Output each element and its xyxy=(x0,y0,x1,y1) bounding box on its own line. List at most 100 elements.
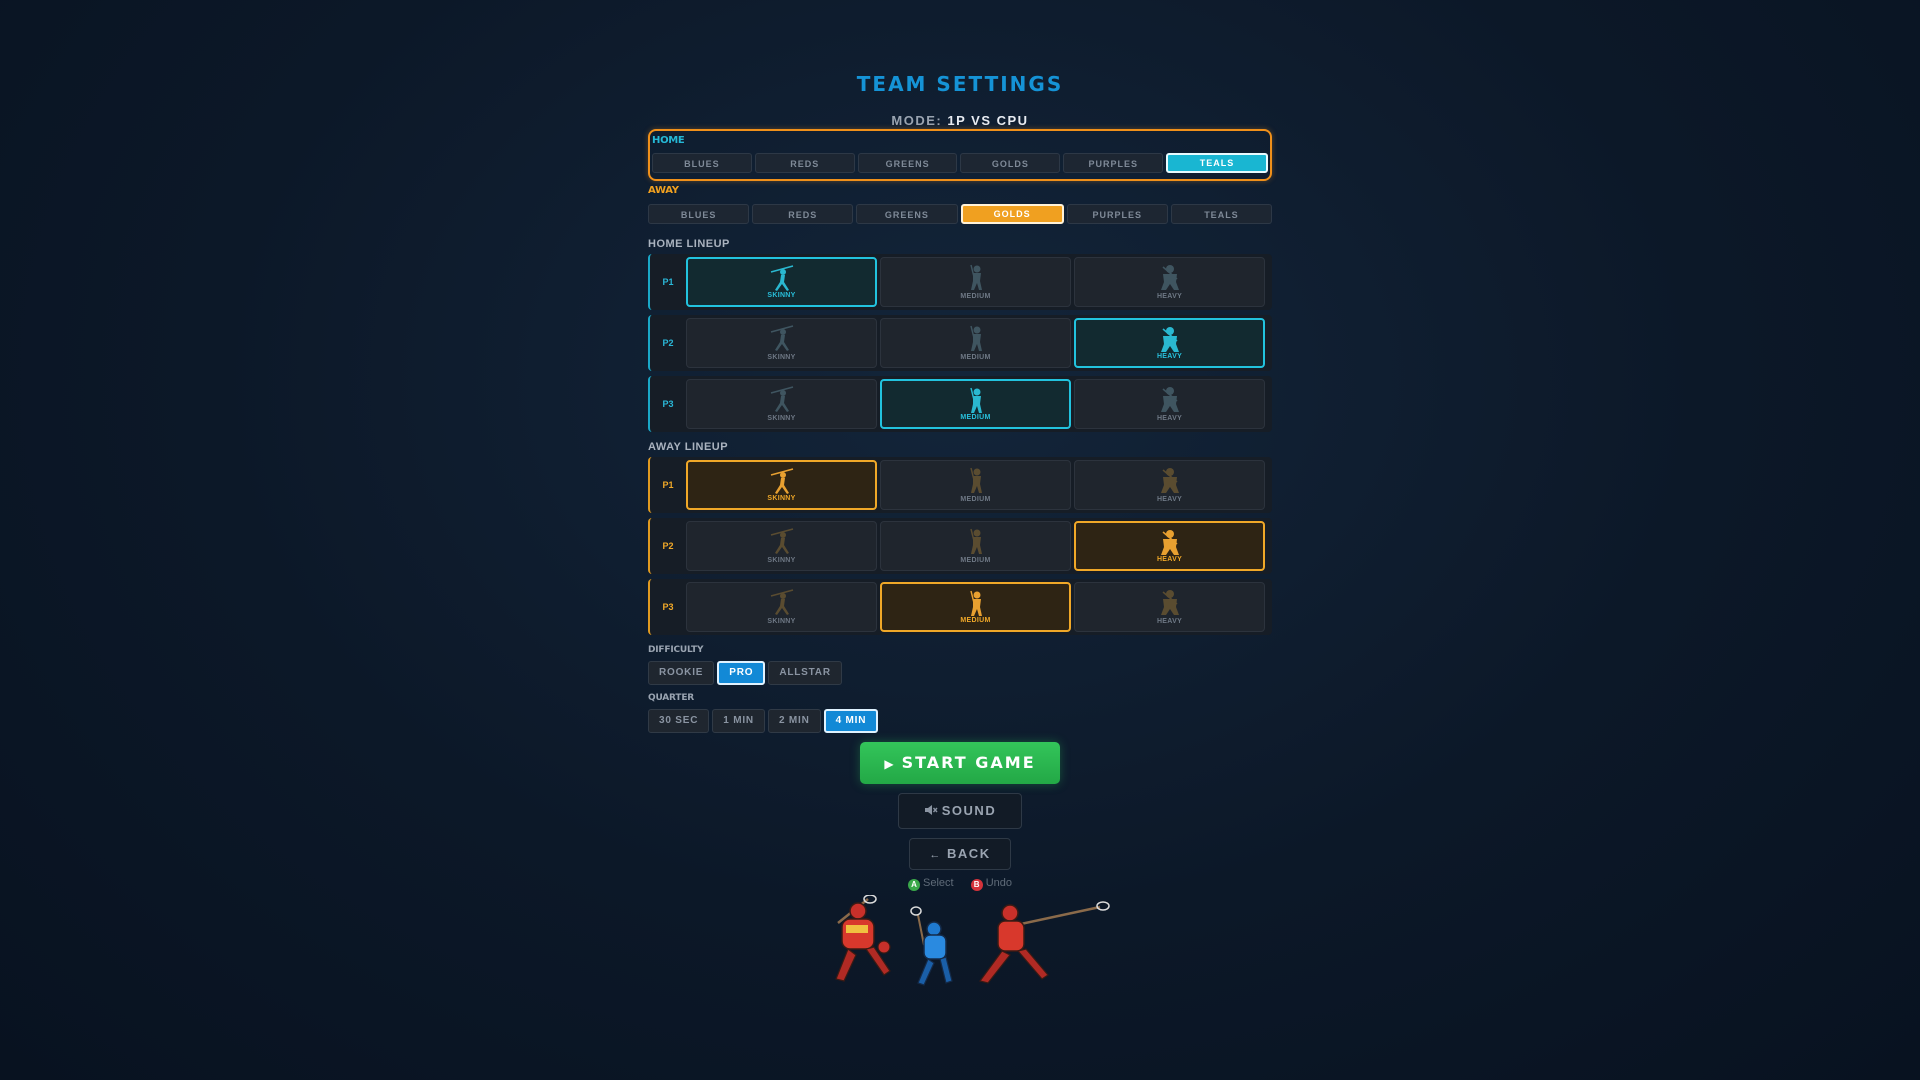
away-color-purples[interactable]: PURPLES xyxy=(1066,204,1168,224)
player-slot-label: P1 xyxy=(662,277,674,287)
body-option-label: HEAVY xyxy=(1156,415,1183,422)
body-option-label: SKINNY xyxy=(767,292,796,299)
body-option-medium[interactable]: MEDIUM xyxy=(880,521,1071,571)
body-option-skinny[interactable]: SKINNY xyxy=(686,460,877,510)
start-game-button[interactable]: ▶START GAME xyxy=(860,742,1060,784)
blue-skinny-player xyxy=(910,906,953,986)
mode-indicator: MODE: 1P VS CPU xyxy=(648,113,1272,128)
home-color-teals[interactable]: TEALS xyxy=(1166,153,1268,173)
body-option-label: HEAVY xyxy=(1156,293,1183,300)
sound-button[interactable]: SOUND xyxy=(898,793,1022,829)
difficulty-option-allstar[interactable]: ALLSTAR xyxy=(768,661,842,685)
body-option-label: MEDIUM xyxy=(960,293,991,300)
body-option-skinny[interactable]: SKINNY xyxy=(686,521,877,571)
body-option-heavy[interactable]: HEAVY xyxy=(1074,460,1265,510)
difficulty-label: DIFFICULTY xyxy=(648,645,704,655)
heavy-figure-icon xyxy=(1160,387,1179,412)
home-color-reds[interactable]: REDS xyxy=(754,153,855,173)
away-color-reds[interactable]: REDS xyxy=(752,204,854,224)
body-option-label: SKINNY xyxy=(767,415,796,422)
play-icon: ▶ xyxy=(884,757,896,771)
body-option-skinny[interactable]: SKINNY xyxy=(686,318,877,368)
away-color-blues[interactable]: BLUES xyxy=(648,204,750,224)
body-option-heavy[interactable]: HEAVY xyxy=(1074,318,1265,368)
home-color-blues[interactable]: BLUES xyxy=(652,153,752,173)
home-color-greens[interactable]: GREENS xyxy=(857,153,958,173)
heavy-figure-icon xyxy=(1160,468,1179,493)
away-color-golds[interactable]: GOLDS xyxy=(960,204,1064,224)
away-lineup-row-p3: P3 SKINNY MEDIUM HEAVY xyxy=(648,579,1272,635)
body-option-medium[interactable]: MEDIUM xyxy=(880,257,1071,307)
lacrosse-players-illustration xyxy=(835,895,1110,986)
back-button[interactable]: ← BACK xyxy=(909,838,1011,870)
body-type-options: SKINNY MEDIUM HEAVY xyxy=(686,257,1265,307)
skinny-figure-icon xyxy=(770,468,793,494)
skinny-figure-icon xyxy=(770,265,793,291)
quarter-option-30-sec[interactable]: 30 SEC xyxy=(648,709,710,733)
player-slot-label: P3 xyxy=(662,602,674,612)
body-option-medium[interactable]: MEDIUM xyxy=(880,379,1071,429)
sound-label: SOUND xyxy=(941,803,997,818)
body-option-label: MEDIUM xyxy=(960,354,991,361)
body-option-skinny[interactable]: SKINNY xyxy=(686,379,877,429)
page-title: TEAM SETTINGS xyxy=(856,72,1064,96)
body-option-medium[interactable]: MEDIUM xyxy=(880,318,1071,368)
quarter-option-1-min[interactable]: 1 MIN xyxy=(712,709,765,733)
home-color-purples[interactable]: PURPLES xyxy=(1063,153,1164,173)
body-type-options: SKINNY MEDIUM HEAVY xyxy=(686,460,1265,510)
body-type-options: SKINNY MEDIUM HEAVY xyxy=(686,318,1265,368)
home-color-golds[interactable]: GOLDS xyxy=(960,153,1061,173)
body-type-options: SKINNY MEDIUM HEAVY xyxy=(686,582,1265,632)
away-color-teals[interactable]: TEALS xyxy=(1170,204,1273,224)
b-button-icon: B xyxy=(970,879,983,891)
body-option-heavy[interactable]: HEAVY xyxy=(1074,521,1265,571)
back-label: BACK xyxy=(947,846,991,861)
quarter-option-2-min[interactable]: 2 MIN xyxy=(767,709,821,733)
medium-figure-icon xyxy=(969,528,982,554)
quarter-option-4-min[interactable]: 4 MIN xyxy=(823,709,879,733)
player-slot-label: P2 xyxy=(662,541,674,551)
body-option-label: SKINNY xyxy=(767,495,796,502)
away-label: AWAY xyxy=(648,185,679,196)
away-color-greens[interactable]: GREENS xyxy=(856,204,958,224)
body-type-options: SKINNY MEDIUM HEAVY xyxy=(686,379,1265,429)
heavy-figure-icon xyxy=(1160,265,1179,290)
heavy-figure-icon xyxy=(1160,590,1179,615)
body-option-heavy[interactable]: HEAVY xyxy=(1074,582,1265,632)
difficulty-option-pro[interactable]: PRO xyxy=(717,661,766,685)
heavy-figure-icon xyxy=(1160,327,1179,352)
a-button-icon: A xyxy=(907,879,920,891)
arrow-left-icon: ← xyxy=(929,849,942,861)
medium-figure-icon xyxy=(969,467,982,493)
quarter-label: QUARTER xyxy=(648,693,694,703)
body-option-heavy[interactable]: HEAVY xyxy=(1074,379,1265,429)
medium-figure-icon xyxy=(969,387,982,413)
select-hint: Select xyxy=(923,877,954,889)
controller-hints: A Select B Undo xyxy=(648,877,1272,891)
body-option-label: MEDIUM xyxy=(960,414,991,421)
skinny-figure-icon xyxy=(770,325,793,351)
mode-label: MODE: xyxy=(891,113,943,128)
difficulty-option-rookie[interactable]: ROOKIE xyxy=(648,661,715,685)
body-option-label: MEDIUM xyxy=(960,496,991,503)
home-label: HOME xyxy=(652,135,685,146)
body-option-skinny[interactable]: SKINNY xyxy=(686,582,877,632)
skinny-figure-icon xyxy=(770,386,793,412)
body-option-label: MEDIUM xyxy=(960,617,991,624)
body-option-label: SKINNY xyxy=(767,557,796,564)
body-option-label: HEAVY xyxy=(1156,496,1183,503)
body-option-medium[interactable]: MEDIUM xyxy=(880,460,1071,510)
body-option-label: HEAVY xyxy=(1156,618,1183,625)
heavy-figure-icon xyxy=(1160,530,1179,555)
player-slot-label: P1 xyxy=(662,480,674,490)
body-option-skinny[interactable]: SKINNY xyxy=(686,257,877,307)
body-option-medium[interactable]: MEDIUM xyxy=(880,582,1071,632)
body-option-heavy[interactable]: HEAVY xyxy=(1074,257,1265,307)
